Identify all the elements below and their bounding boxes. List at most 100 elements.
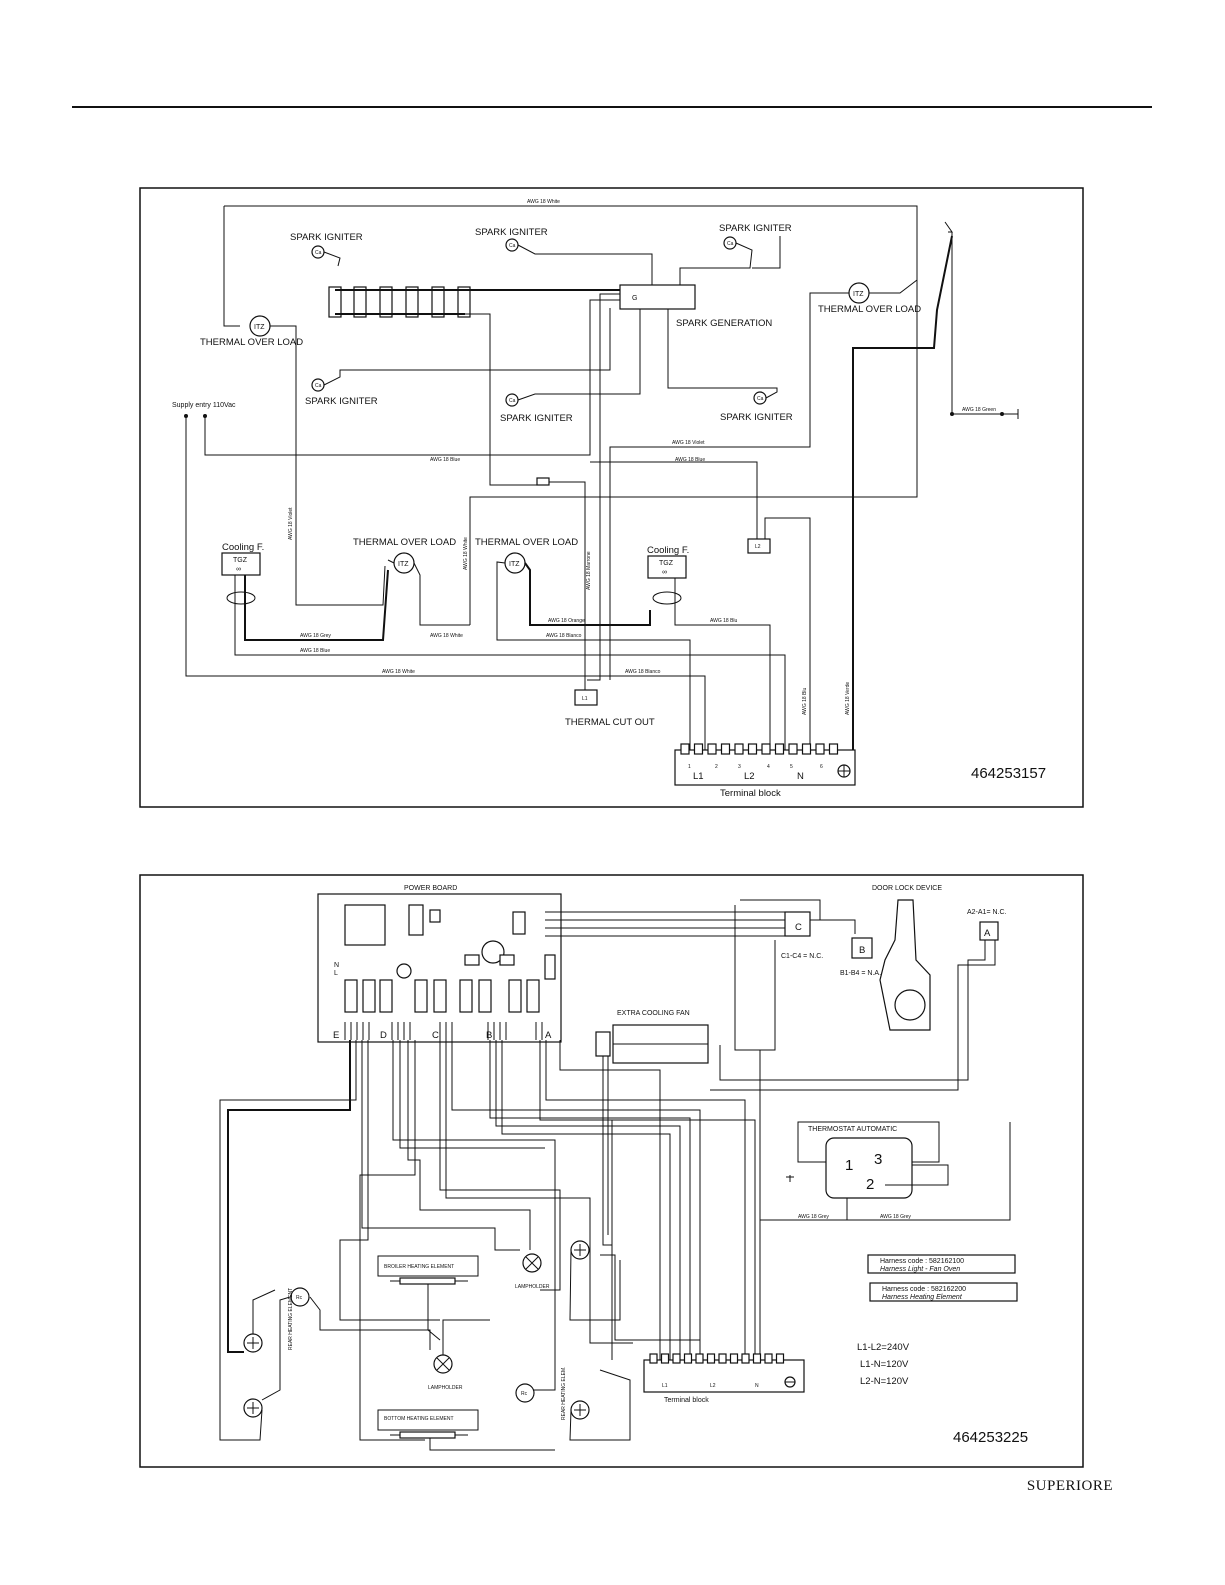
terminal-slot	[706, 1353, 716, 1364]
svg-text:Rc: Rc	[521, 1391, 528, 1397]
wire-label-violet-v: AWG 18 Violet	[288, 507, 294, 540]
harness-2: Harness code : 582162200 Harness Heating…	[869, 1282, 1018, 1302]
wire-marrone	[549, 481, 586, 690]
svg-text:BROILER HEATING ELEMENT: BROILER HEATING ELEMENT	[384, 1264, 454, 1270]
fuse	[536, 477, 550, 486]
cooling-fan-right: TGZ ∞ Cooling F.	[647, 545, 771, 750]
svg-text:L2: L2	[710, 1383, 716, 1389]
wire-door-loop	[734, 905, 776, 1051]
terminal-slot	[707, 743, 717, 755]
svg-text:Ca: Ca	[757, 396, 764, 402]
svg-text:∞: ∞	[236, 566, 241, 573]
svg-text:A: A	[984, 928, 991, 939]
svg-text:ITZ: ITZ	[398, 561, 409, 568]
diagram-bottom-code: 464253225	[953, 1429, 1028, 1446]
svg-text:REAR HEATING ELEMENT: REAR HEATING ELEMENT	[288, 1288, 294, 1350]
svg-text:A2-A1= N.C.: A2-A1= N.C.	[967, 909, 1007, 916]
svg-text:THERMAL OVER LOAD: THERMAL OVER LOAD	[818, 304, 921, 315]
l2-indicator: L2	[747, 517, 811, 750]
svg-text:ITZ: ITZ	[853, 291, 864, 298]
svg-text:N: N	[334, 962, 339, 969]
svg-text:ITZ: ITZ	[254, 324, 265, 331]
wire-label-blue-low: AWG 18 Blue	[300, 648, 330, 654]
wire-label-blu-v: AWG 18 Blu	[802, 687, 808, 715]
bottom-heating-element: BOTTOM HEATING ELEMENT	[377, 1409, 555, 1451]
terminal-slot	[680, 743, 690, 755]
thermal-over-load-right: ITZ THERMAL OVER LOAD	[609, 279, 921, 680]
voltage-l1-l2: L1-L2=240V	[857, 1342, 910, 1353]
wire-label-blanco-low: AWG 18 Blanco	[625, 669, 661, 675]
brand-logo: SUPERIORE	[1026, 1478, 1113, 1494]
terminal-block-bottom: L1 L2 N Terminal block	[643, 1353, 805, 1404]
svg-text:L1: L1	[582, 696, 588, 702]
ignition-switches	[328, 286, 620, 486]
wire-label-blue2: AWG 18 Blue	[675, 457, 705, 463]
cooling-fan-left: TGZ ∞ Cooling F.	[221, 542, 786, 750]
diagram-bottom: POWER BOARD N L E D C B A	[139, 874, 1084, 1468]
svg-text:L1: L1	[693, 771, 704, 782]
wire-label-blue: AWG 18 Blue	[430, 457, 460, 463]
fan-motor-4	[569, 1369, 631, 1441]
svg-text:Rc: Rc	[296, 1295, 303, 1301]
terminal-slot	[801, 743, 812, 755]
svg-text:B1-B4 = N.A.: B1-B4 = N.A.	[840, 970, 881, 977]
fan-motor-1	[243, 1289, 276, 1353]
svg-text:∞: ∞	[662, 569, 667, 576]
svg-text:L2: L2	[744, 771, 755, 782]
lampholder-bottom: LAMPHOLDER	[428, 1319, 490, 1391]
terminal-slot	[764, 1353, 773, 1364]
wire-label-blu: AWG 18 Blu	[710, 618, 738, 624]
svg-text:C: C	[432, 1030, 439, 1041]
svg-text:THERMAL OVER LOAD: THERMAL OVER LOAD	[200, 337, 303, 348]
wire-label-white-v: AWG 18 White	[463, 537, 469, 570]
svg-text:SPARK IGNITER: SPARK IGNITER	[719, 223, 792, 234]
ground-dot	[1000, 412, 1004, 416]
wire-label-orange: AWG 18 Orange	[548, 618, 585, 624]
svg-text:ITZ: ITZ	[509, 561, 520, 568]
wire-label-white-top: AWG 18 White	[527, 199, 560, 205]
terminal-slot	[683, 1353, 693, 1364]
svg-text:AWG 18 Grey: AWG 18 Grey	[880, 1214, 911, 1220]
svg-text:SPARK IGNITER: SPARK IGNITER	[500, 413, 573, 424]
svg-text:B: B	[859, 945, 865, 956]
svg-text:L: L	[334, 970, 338, 977]
svg-text:6: 6	[820, 764, 823, 770]
svg-text:5: 5	[790, 764, 793, 770]
ground-symbol	[786, 1175, 794, 1182]
svg-text:Ca: Ca	[509, 398, 516, 404]
svg-text:BOTTOM HEATING ELEMENT: BOTTOM HEATING ELEMENT	[384, 1416, 454, 1422]
spark-igniter-5: Ca SPARK IGNITER	[500, 306, 641, 424]
wire-label-white-mid: AWG 18 White	[430, 633, 463, 639]
ground-dot-2	[950, 412, 954, 416]
wire-board-door-1	[545, 911, 791, 918]
wire-label-marrone-v: AWG 18 Marrone	[586, 551, 592, 590]
harness-1: Harness code : 582162100 Harness Light -…	[867, 1254, 1016, 1274]
svg-text:1: 1	[688, 764, 691, 770]
spark-igniter-3: Ca SPARK IGNITER	[679, 223, 792, 286]
wire-label-blanco: AWG 18 Blanco	[546, 633, 582, 639]
wire-label-violet: AWG 18 Violet	[672, 440, 705, 446]
terminal-block-top: L1 L2 N 1 2 3 4 5 6 Terminal block	[674, 743, 856, 799]
svg-text:THERMOSTAT AUTOMATIC: THERMOSTAT AUTOMATIC	[808, 1126, 897, 1133]
broiler-heating-element: BROILER HEATING ELEMENT	[377, 1255, 479, 1341]
wire-door-top	[740, 899, 821, 920]
wire-label-verde-v: AWG 18 Verde	[845, 682, 851, 715]
svg-text:LAMPHOLDER: LAMPHOLDER	[515, 1284, 550, 1290]
svg-text:THERMAL OVER LOAD: THERMAL OVER LOAD	[353, 537, 456, 548]
spark-igniter-2: Ca SPARK IGNITER	[475, 227, 653, 286]
terminal-slot	[720, 743, 731, 755]
thermal-cut-out: L1 THERMAL CUT OUT	[565, 689, 655, 728]
svg-text:A: A	[545, 1030, 552, 1041]
svg-text:DOOR LOCK DEVICE: DOOR LOCK DEVICE	[872, 885, 942, 892]
svg-text:THERMAL OVER LOAD: THERMAL OVER LOAD	[475, 537, 578, 548]
terminal-slot	[693, 743, 704, 755]
fan-motor-2	[243, 1398, 263, 1418]
terminal-slot	[788, 743, 798, 755]
terminal-slot	[729, 1353, 739, 1364]
wire-label-grey: AWG 18 Grey	[300, 633, 331, 639]
svg-text:1: 1	[845, 1157, 853, 1174]
svg-text:N: N	[755, 1383, 759, 1389]
svg-text:Cooling F.: Cooling F.	[647, 545, 689, 556]
svg-text:3: 3	[738, 764, 741, 770]
